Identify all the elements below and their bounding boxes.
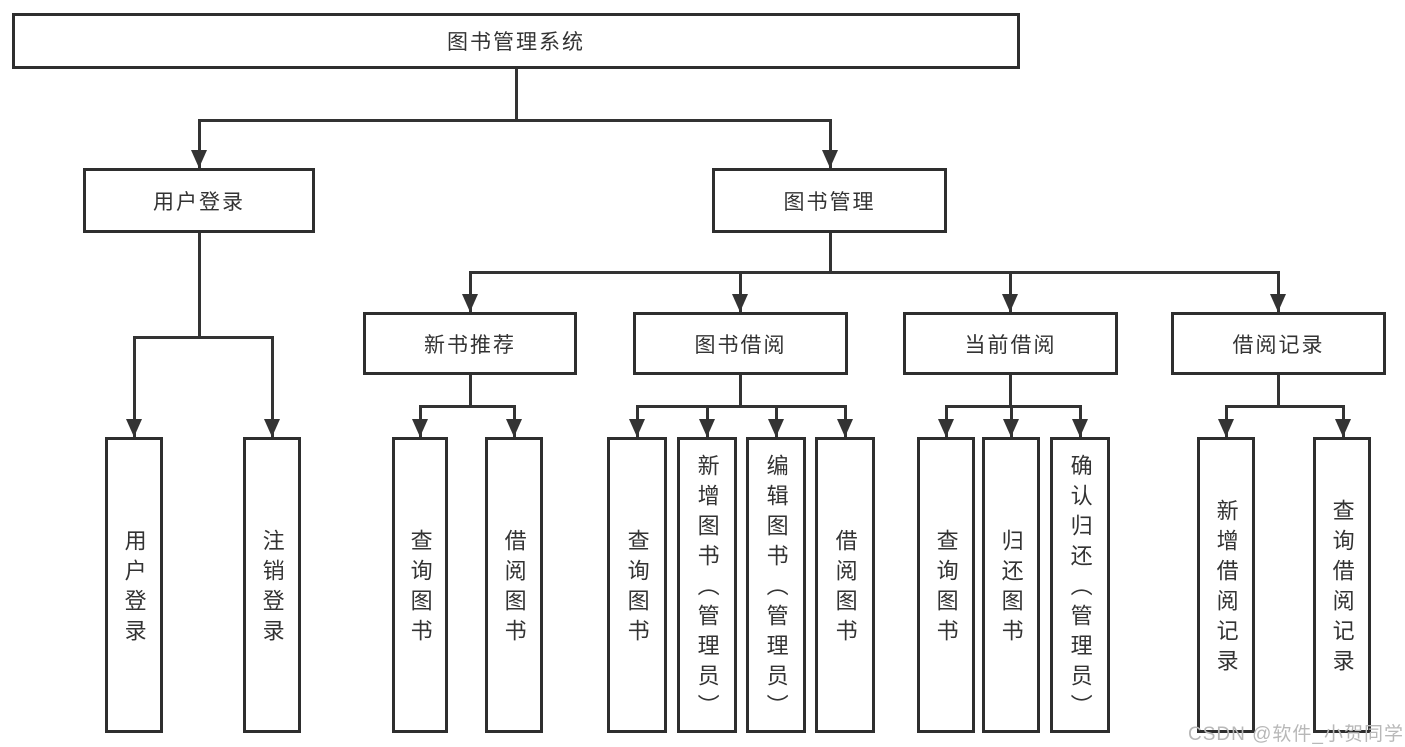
node-new-rec-label: 新书推荐 [424,333,516,357]
arrow-query3 [938,419,954,437]
connector-drop-user-login [198,119,201,168]
arrow-leaf-login [126,419,142,437]
node-current-borrow-label: 当前借阅 [964,333,1057,357]
connector-drop-new-rec [469,271,472,312]
leaf-add-book-label: 新增图书（管理员） [694,454,720,724]
node-book-borrow: 图书借阅 [633,312,848,375]
arrow-add-book [699,419,715,437]
leaf-query-book-2: 查询图书 [607,437,667,733]
arrow-borrow2 [837,419,853,437]
arrow-leaf-logout [264,419,280,437]
arrow-add-record [1218,419,1234,437]
leaf-confirm-return: 确认归还（管理员） [1050,437,1110,733]
connector-drop-book-borrow [739,271,742,312]
node-book-mgmt-label: 图书管理 [783,190,876,214]
leaf-borrow-book-1: 借阅图书 [485,437,543,733]
connector-drop-borrow-records [1277,271,1280,312]
leaf-query-book-1: 查询图书 [392,437,448,733]
connector-borrow-records-stem [1277,375,1280,405]
connector-root-stem [515,69,518,119]
leaf-borrow-book-2-label: 借阅图书 [832,529,858,649]
leaf-query-book-1-label: 查询图书 [407,529,433,649]
connector-book-borrow-bar [636,405,846,408]
connector-drop-leaf-login [133,336,136,437]
arrow-new-rec [462,294,478,312]
leaf-add-book: 新增图书（管理员） [677,437,737,733]
leaf-query-record: 查询借阅记录 [1313,437,1371,733]
connector-level2-bar [198,119,832,122]
connector-borrow-records-bar [1225,405,1345,408]
connector-current-borrow-bar [945,405,1082,408]
node-book-borrow-label: 图书借阅 [694,333,787,357]
arrow-return-book [1003,419,1019,437]
leaf-add-record-label: 新增借阅记录 [1213,499,1239,679]
leaf-user-login: 用户登录 [105,437,163,733]
arrow-book-borrow [732,294,748,312]
leaf-edit-book-label: 编辑图书（管理员） [763,454,789,724]
connector-user-login-stem [198,233,201,336]
leaf-edit-book: 编辑图书（管理员） [746,437,806,733]
connector-book-mgmt-stem [829,233,832,271]
leaf-confirm-return-label: 确认归还（管理员） [1067,454,1093,724]
arrow-query1 [412,419,428,437]
node-current-borrow: 当前借阅 [903,312,1118,375]
connector-drop-current-borrow [1009,271,1012,312]
connector-level3-bar [469,271,1280,274]
leaf-logout: 注销登录 [243,437,301,733]
node-borrow-records: 借阅记录 [1171,312,1386,375]
leaf-logout-label: 注销登录 [259,529,285,649]
connector-user-login-bar [133,336,274,339]
node-book-mgmt: 图书管理 [712,168,947,233]
arrow-borrow1 [506,419,522,437]
arrow-current-borrow [1002,294,1018,312]
leaf-query-book-2-label: 查询图书 [624,529,650,649]
connector-drop-book-mgmt [829,119,832,168]
connector-book-borrow-stem [739,375,742,405]
csdn-watermark: CSDN @软件_小贺同学 [1188,724,1404,745]
leaf-borrow-book-1-label: 借阅图书 [501,529,527,649]
leaf-query-book-3: 查询图书 [917,437,975,733]
connector-drop-leaf-logout [271,336,274,437]
node-user-login: 用户登录 [83,168,315,233]
arrow-confirm-return [1072,419,1088,437]
arrow-edit-book [768,419,784,437]
arrow-query2 [629,419,645,437]
leaf-borrow-book-2: 借阅图书 [815,437,875,733]
leaf-return-book: 归还图书 [982,437,1040,733]
leaf-user-login-label: 用户登录 [121,529,147,649]
node-user-login-label: 用户登录 [153,190,245,214]
leaf-add-record: 新增借阅记录 [1197,437,1255,733]
arrow-user-login [191,150,207,168]
connector-current-borrow-stem [1009,375,1012,405]
leaf-query-book-3-label: 查询图书 [933,529,959,649]
node-borrow-records-label: 借阅记录 [1232,333,1325,357]
node-root: 图书管理系统 [12,13,1020,69]
arrow-book-mgmt [822,150,838,168]
arrow-borrow-records [1270,294,1286,312]
connector-new-rec-bar [419,405,516,408]
leaf-query-record-label: 查询借阅记录 [1329,499,1355,679]
node-root-label: 图书管理系统 [447,31,585,54]
connector-new-rec-stem [469,375,472,405]
leaf-return-book-label: 归还图书 [998,529,1024,649]
arrow-query-record [1335,419,1351,437]
node-new-rec: 新书推荐 [363,312,577,375]
